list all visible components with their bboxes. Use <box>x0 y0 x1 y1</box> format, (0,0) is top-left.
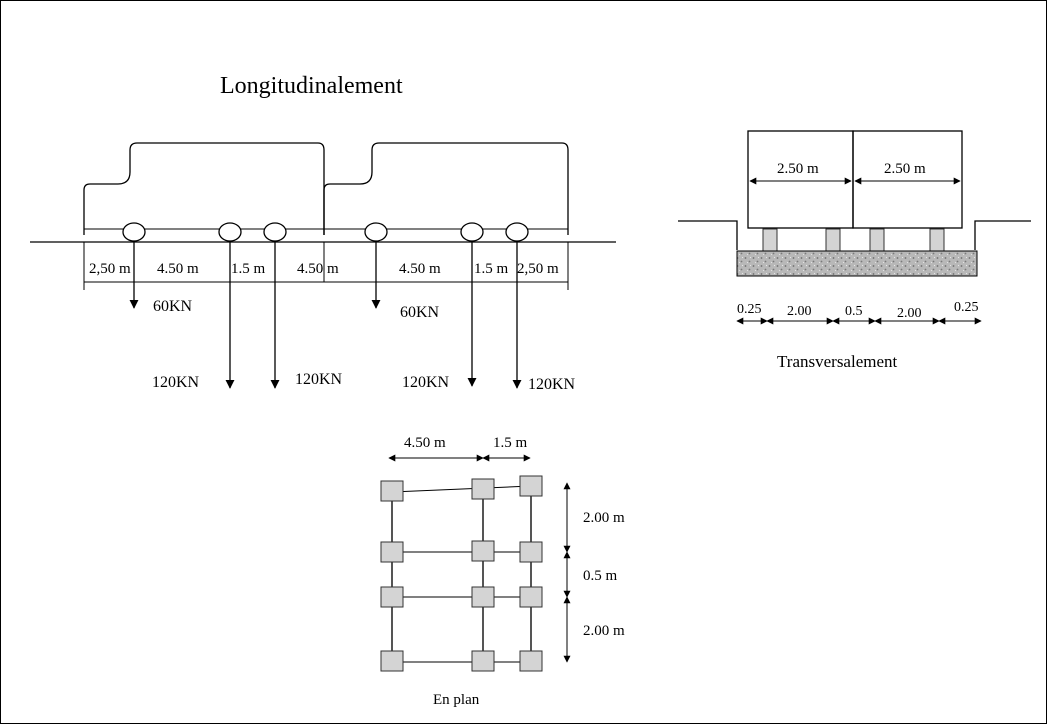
dim-label: 4.50 m <box>157 261 199 277</box>
load-label: 60KN <box>153 298 193 315</box>
dim-label: 4.50 m <box>297 261 339 277</box>
longitudinal-title: Longitudinalement <box>220 73 403 99</box>
plan-view: 4.50 m 1.5 m 2.00 m 0.5 m 2 <box>380 435 625 708</box>
truck-2-body <box>323 142 569 235</box>
wheel <box>263 222 287 242</box>
wheel <box>460 222 484 242</box>
load-label: 120KN <box>152 374 200 391</box>
wheel <box>122 222 146 242</box>
wheel <box>218 222 242 242</box>
plan-side-label: 2.00 m <box>583 510 625 526</box>
truck-1-body <box>83 142 325 235</box>
wheel-pad <box>380 480 404 502</box>
load-label: 120KN <box>402 374 450 391</box>
plan-grid <box>391 485 532 663</box>
transversal-title: Transversalement <box>777 352 898 371</box>
wheel-block <box>869 228 885 252</box>
wheel-block <box>762 228 778 252</box>
transversal-view: 2.50 m 2.50 m 0.25 2.00 0.5 2.00 0.25 Tr… <box>678 130 1031 371</box>
dim-label: 1.5 m <box>474 261 509 277</box>
ground-right <box>974 220 1031 250</box>
wheel-pad <box>519 541 543 563</box>
dim-label: 1.5 m <box>231 261 266 277</box>
wheel-block <box>825 228 841 252</box>
spacing-label: 2.00 <box>787 304 812 319</box>
dim-label: 2,50 m <box>89 261 131 277</box>
wheel-pad <box>380 541 404 563</box>
wheel-pad <box>380 650 404 672</box>
wheel-pad <box>519 586 543 608</box>
wheel-block <box>929 228 945 252</box>
deck-slab <box>736 250 978 277</box>
longitudinal-view: Longitudinalement 2,50 m 4.50 m 1.5 m 4.… <box>30 73 616 393</box>
wheel <box>364 222 388 242</box>
wheel-pad <box>519 650 543 672</box>
vehicle-box-1 <box>747 130 854 229</box>
wheel-pad <box>519 475 543 497</box>
dim-label: 4.50 m <box>399 261 441 277</box>
spacing-label: 2.00 <box>897 306 922 321</box>
width-label: 2.50 m <box>777 161 819 177</box>
wheel-pad <box>471 586 495 608</box>
wheel-pad <box>471 540 495 562</box>
plan-side-label: 2.00 m <box>583 623 625 639</box>
spacing-label: 0.5 <box>845 304 863 319</box>
plan-top-label: 1.5 m <box>493 435 528 451</box>
plan-side-label: 0.5 m <box>583 568 618 584</box>
spacing-label: 0.25 <box>737 302 762 317</box>
wheel-pad <box>380 586 404 608</box>
spacing-label: 0.25 <box>954 300 979 315</box>
plan-title: En plan <box>433 692 480 708</box>
wheel-pad <box>471 650 495 672</box>
wheel-pad <box>471 478 495 500</box>
load-label: 120KN <box>295 371 343 388</box>
load-label: 120KN <box>528 376 576 393</box>
width-label: 2.50 m <box>884 161 926 177</box>
ground-left <box>678 220 738 250</box>
load-label: 60KN <box>400 304 440 321</box>
dim-label: 2,50 m <box>517 261 559 277</box>
plan-top-label: 4.50 m <box>404 435 446 451</box>
wheel <box>505 222 529 242</box>
vehicle-box-2 <box>852 130 963 229</box>
